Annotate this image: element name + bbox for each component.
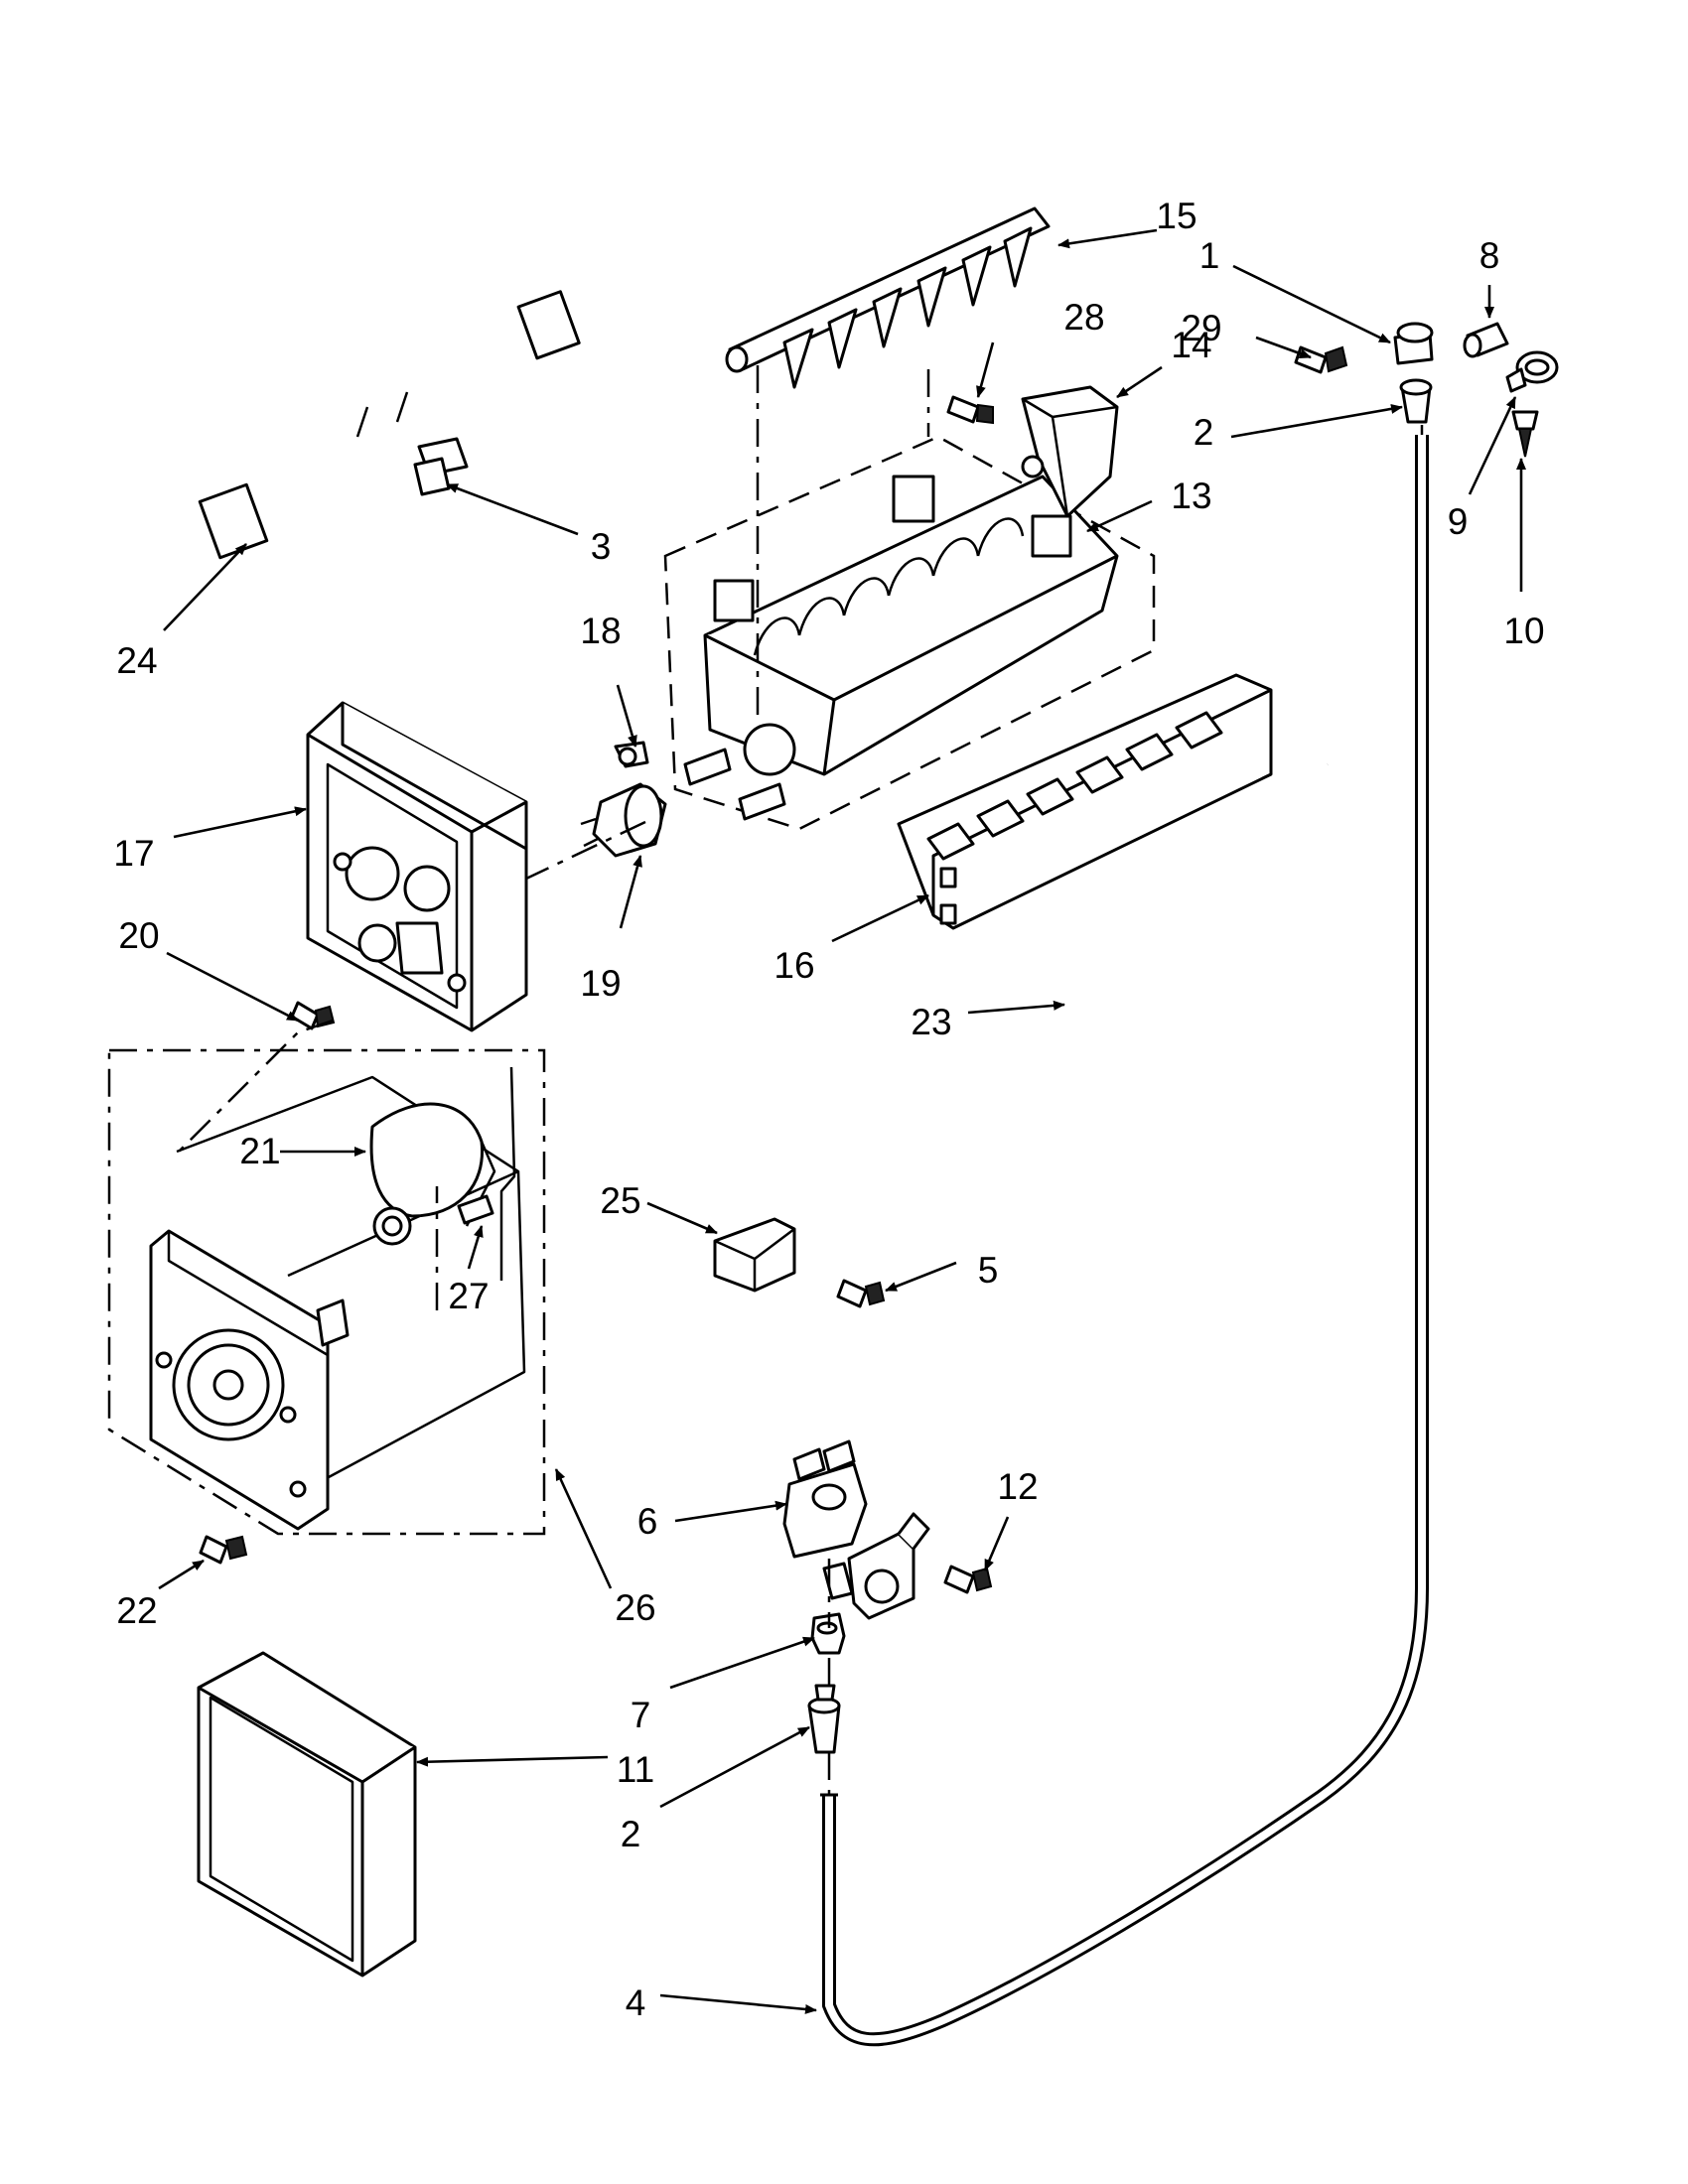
fill-tube-fitting-bottom-part: [807, 1684, 841, 1754]
callout-2-top: 2: [1194, 412, 1214, 453]
clip-18-part: [614, 741, 649, 768]
bracket-25-part: [713, 1217, 796, 1293]
clamp-9-part: [1505, 350, 1559, 393]
callout-28: 28: [1063, 297, 1104, 338]
callout-27: 27: [448, 1276, 489, 1316]
leader-lines: [158, 228, 1526, 2014]
clip-3-part: [413, 457, 451, 496]
screw-10-part: [1511, 410, 1539, 458]
callout-25: 25: [600, 1180, 640, 1221]
callout-17: 17: [113, 833, 154, 874]
spring-27-part: [457, 1194, 494, 1225]
callout-2-bottom: 2: [621, 1814, 641, 1854]
control-module-assembly-part: [107, 1048, 546, 1536]
callout-7: 7: [631, 1695, 651, 1735]
callout-29: 29: [1181, 308, 1221, 348]
cover-11-part: [197, 1651, 417, 1978]
callout-6: 6: [637, 1501, 658, 1542]
water-valve-part: [782, 1439, 930, 1620]
callout-9: 9: [1448, 501, 1469, 542]
callout-12: 12: [997, 1466, 1038, 1507]
callout-22: 22: [116, 1590, 157, 1631]
callout-4: 4: [626, 1982, 646, 2023]
callout-13: 13: [1171, 476, 1211, 516]
ice-mold-part: [663, 435, 1156, 831]
callout-21: 21: [239, 1131, 280, 1171]
alignment-lines: [178, 365, 1424, 1795]
fill-cup-part: [1021, 385, 1119, 518]
tube-8-part: [1463, 322, 1509, 358]
callout-3: 3: [591, 526, 612, 567]
callout-16: 16: [774, 945, 814, 986]
screw-28-part: [946, 395, 994, 425]
screw-29-part: [1294, 345, 1348, 374]
callout-11: 11: [617, 1749, 654, 1790]
callout-1: 1: [1199, 235, 1220, 276]
callout-10: 10: [1503, 611, 1544, 651]
callout-18: 18: [580, 611, 621, 651]
screw-22-part: [199, 1535, 248, 1565]
nut-7-part: [810, 1612, 846, 1655]
ice-stripper-part: [897, 673, 1273, 930]
callout-20: 20: [118, 915, 159, 956]
callout-5: 5: [978, 1250, 999, 1291]
shutoff-arm-part: [1033, 751, 1357, 1060]
callout-8: 8: [1479, 235, 1500, 276]
callout-labels: 15 1 8 28 29 14 2 9 10 13 3 24 18 17 19 …: [113, 196, 1544, 2023]
callout-19: 19: [580, 963, 621, 1004]
ejector-shaft-part: [725, 206, 1051, 389]
callout-15: 15: [1156, 196, 1196, 236]
callout-24: 24: [116, 640, 157, 681]
fill-tube-fitting-top-part: [1393, 322, 1434, 424]
motor-part: [369, 1066, 516, 1281]
callout-26: 26: [615, 1587, 655, 1628]
screw-5-part: [836, 1279, 886, 1308]
screw-12-part: [943, 1565, 993, 1594]
callout-14: 14: [1171, 325, 1211, 365]
control-housing-part: [306, 701, 528, 1032]
callout-23: 23: [911, 1002, 951, 1042]
thermostat-part: [580, 782, 667, 858]
wire-harness-part: [198, 290, 581, 560]
screw-20-part: [290, 1001, 336, 1030]
